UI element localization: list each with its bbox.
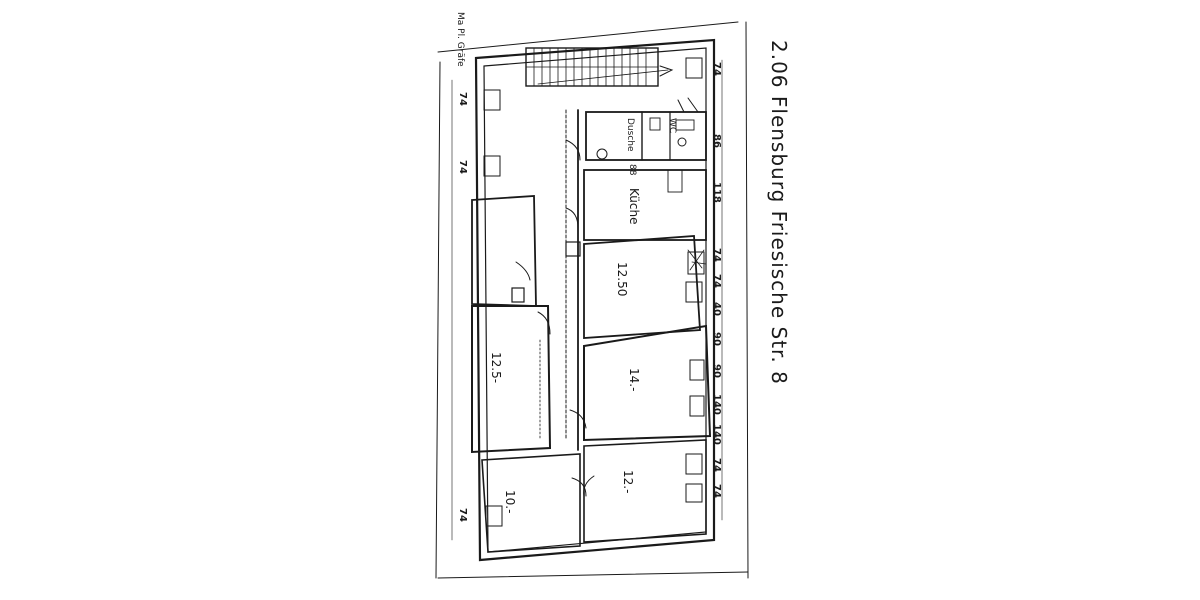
room-outline-r3 — [583, 439, 707, 543]
dim-right-8: 140 — [711, 394, 722, 415]
room-label-r4: 12.5- — [489, 352, 503, 383]
room-label-r3: 12.- — [621, 470, 635, 493]
room-label-r5: 10.- — [503, 490, 517, 513]
dim-left-2: 74 — [457, 508, 468, 522]
room-label-r1: 12.50 — [615, 262, 629, 296]
room-label-dusche: Dusche — [625, 118, 635, 152]
dim-right-6: 90 — [711, 332, 722, 346]
room-outline-left-top — [471, 195, 537, 307]
dim-right-5: 40 — [711, 302, 722, 316]
dim-left-0: 74 — [457, 92, 468, 106]
outer-wall — [474, 38, 716, 562]
room-outline-r5 — [481, 453, 581, 553]
bathroom-block — [585, 97, 707, 161]
room-label-bath-num: 88 — [627, 164, 637, 176]
dim-right-3: 74 — [711, 248, 722, 262]
dim-right-1: 86 — [711, 134, 722, 148]
dim-right-2: 118 — [711, 182, 722, 203]
dim-left-1: 74 — [457, 160, 468, 174]
floor-plan: 2.06 Flensburg Friesische Str. 8 Ma Pl. … — [435, 12, 791, 579]
plot-line-left — [435, 61, 441, 579]
room-outline-r1 — [583, 235, 701, 339]
dim-right-7: 90 — [711, 364, 722, 378]
plot-line-right — [745, 21, 749, 579]
room-label-kitchen: Küche — [627, 188, 641, 224]
plot-line-top — [437, 21, 739, 53]
room-label-r2: 14.- — [627, 368, 641, 391]
dimensions-right: 74 86 118 74 74 40 90 90 140 140 74 74 — [711, 62, 722, 498]
room-outline-r2 — [583, 324, 712, 442]
dim-right-0: 74 — [711, 62, 722, 76]
room-label-wc: WC — [667, 118, 677, 133]
plan-title: 2.06 Flensburg Friesische Str. 8 — [767, 40, 791, 385]
room-outline-r4 — [471, 305, 552, 454]
kitchen-outline — [583, 169, 707, 241]
dim-right-9: 140 — [711, 424, 722, 445]
scanned-sheet: 2.06 Flensburg Friesische Str. 8 Ma Pl. … — [388, 0, 820, 600]
dim-right-10: 74 — [711, 458, 722, 472]
dim-right-4: 74 — [711, 274, 722, 288]
staircase — [525, 47, 674, 87]
dim-right-11: 74 — [711, 484, 722, 498]
plot-line-bottom — [437, 571, 749, 579]
dimensions-left: 74 74 74 — [457, 92, 468, 522]
corner-note: Ma Pl. Gräfe — [455, 12, 465, 67]
